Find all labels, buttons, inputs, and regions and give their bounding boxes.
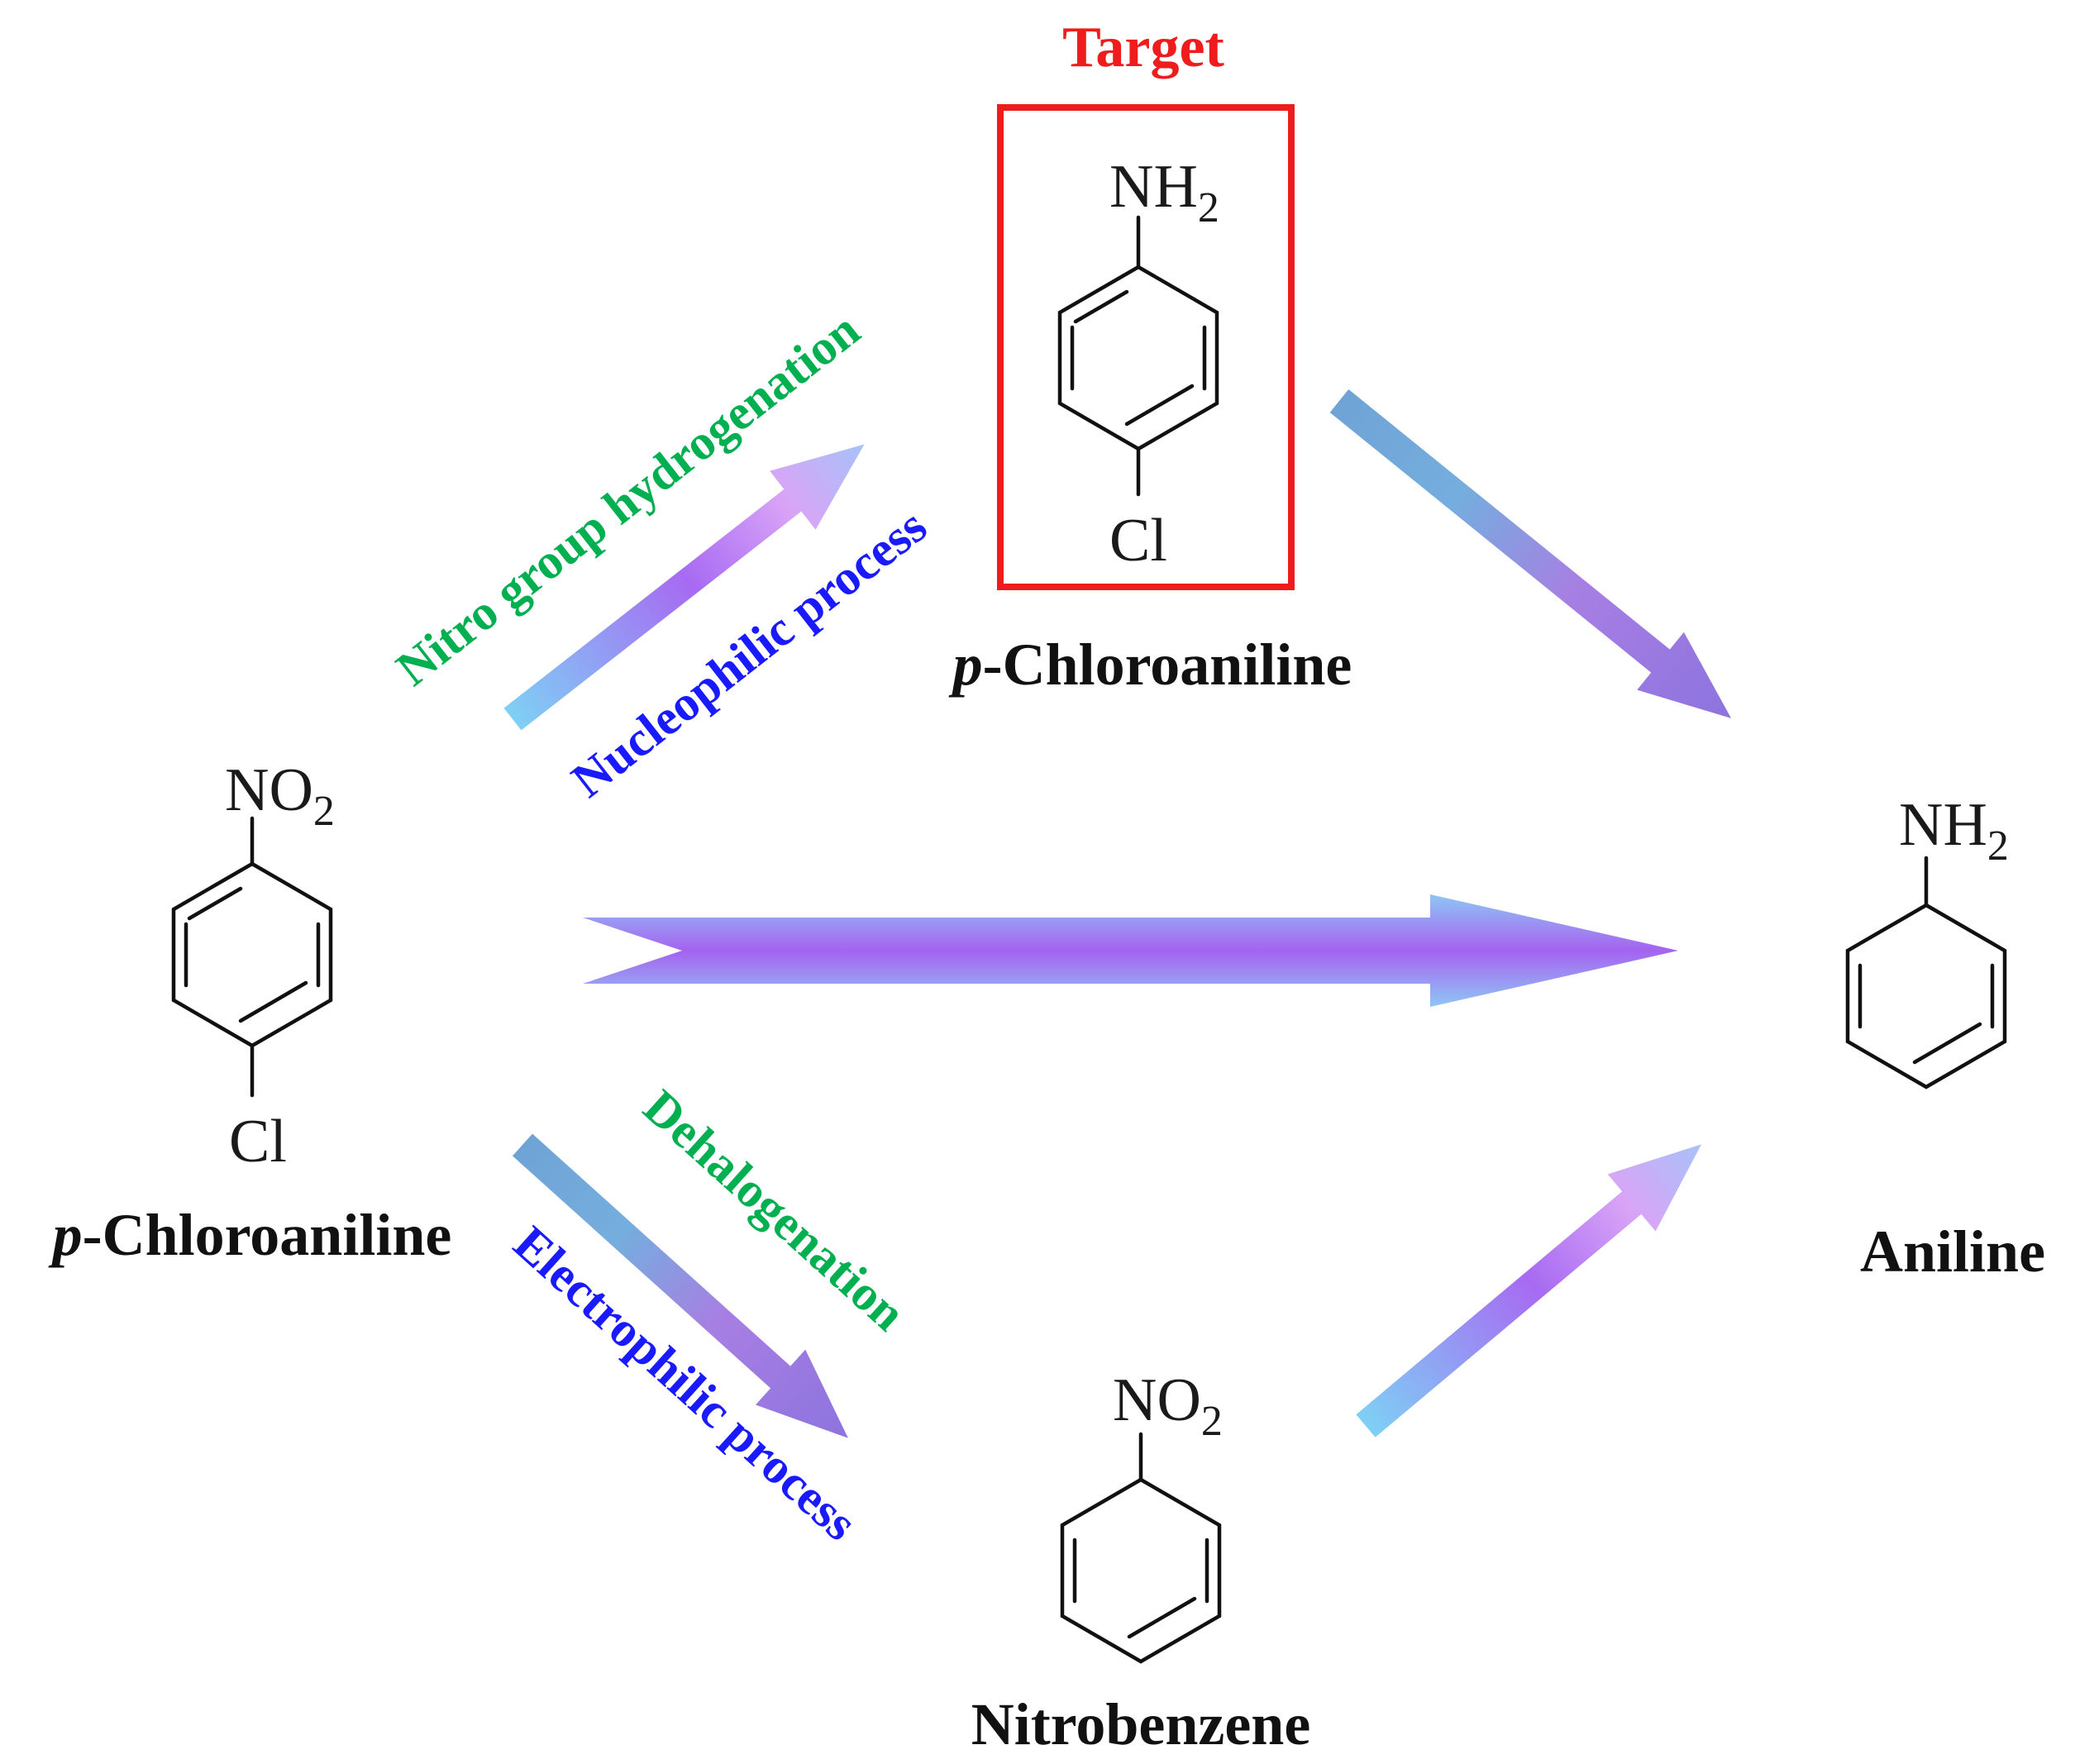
- target-label: Target: [1062, 16, 1224, 79]
- target-nh2-group: NH2: [1109, 153, 1219, 231]
- target-to-aniline-arrow: [1329, 389, 1732, 718]
- nitrobenzene-molecule-name: Nitrobenzene: [971, 1691, 1311, 1757]
- dehalogenation-arrow: [512, 1133, 848, 1438]
- nitrobenzene-to-aniline-arrow: [1356, 1144, 1702, 1437]
- aniline-benzene-ring: [1845, 856, 2007, 1089]
- aniline-molecule: NH2: [1845, 791, 2009, 1089]
- reactant-benzene-ring: [171, 816, 333, 1098]
- reactant-molecule-name: p-Chloroaniline: [48, 1202, 452, 1268]
- hydrogenation-arrow: [503, 444, 865, 731]
- nitrobenzene-benzene-ring: [1060, 1432, 1222, 1664]
- nitrobenzene-molecule: NO2: [1060, 1366, 1223, 1664]
- target-box: [997, 104, 1295, 590]
- reactant-molecule: NO2 Cl: [171, 756, 335, 1175]
- reactant-cl-group: Cl: [229, 1108, 287, 1175]
- target-benzene-ring: [1057, 215, 1219, 497]
- target-cl-group: Cl: [1109, 507, 1167, 574]
- nitrobenzene-no2-group: NO2: [1113, 1366, 1223, 1445]
- target-molecule-name: p-Chloroaniline: [948, 632, 1352, 698]
- direct-arrow: [583, 894, 1678, 1007]
- aniline-molecule-name: Aniline: [1860, 1218, 2045, 1285]
- reactant-no2-group: NO2: [225, 756, 335, 835]
- aniline-nh2-group: NH2: [1899, 791, 2009, 870]
- target-molecule: NH2 Cl: [1057, 153, 1219, 574]
